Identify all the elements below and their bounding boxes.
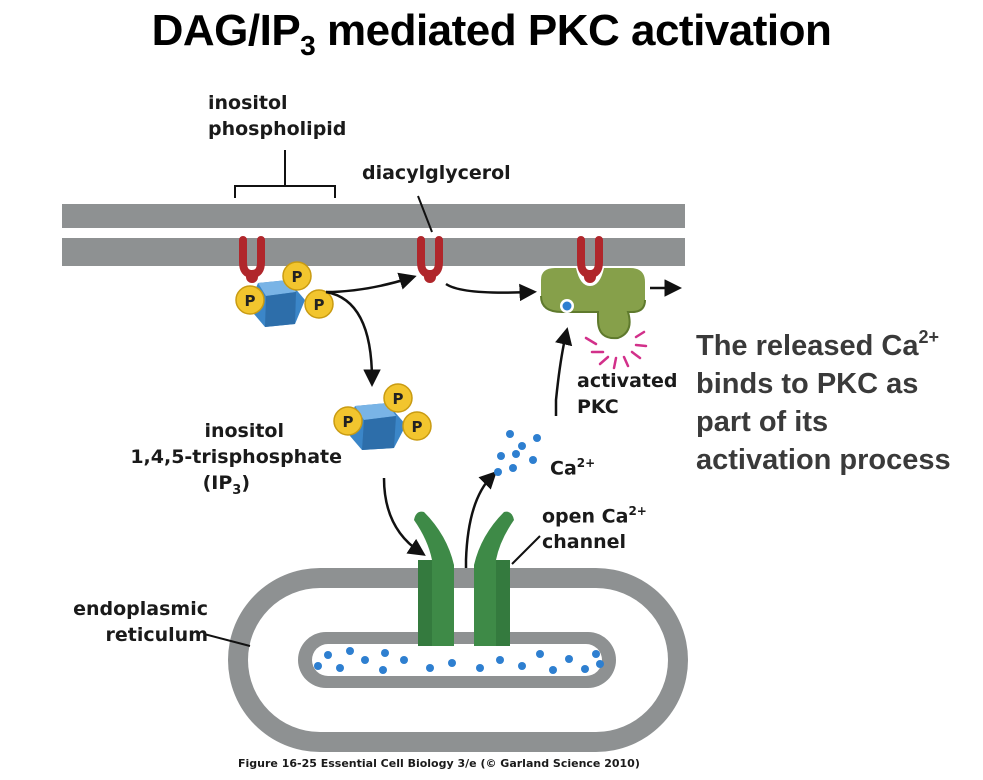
phosphate-icon: P	[402, 411, 432, 441]
calcium-channel-icon	[414, 511, 514, 646]
phospholipid-bracket	[234, 150, 336, 198]
phosphate-icon: P	[304, 289, 334, 319]
pkc-enzyme-icon	[540, 268, 646, 340]
activated-pkc-label: activated PKC	[577, 370, 678, 418]
er-label: endoplasmic reticulum	[73, 598, 208, 646]
activation-spark-icon	[584, 330, 648, 370]
er-calcium-ions	[314, 647, 604, 674]
channel-pointer	[511, 535, 541, 565]
calcium-callout: The released Ca2+ binds to PKC as part o…	[696, 327, 951, 476]
svg-text:P: P	[343, 413, 354, 431]
arrow-ca-release	[464, 471, 497, 640]
arrow-ca-to-pkc	[554, 327, 573, 416]
arrow-dag-to-pkc	[445, 282, 537, 302]
inositol-head-icon	[248, 280, 305, 327]
diacylglycerol-label: diacylglycerol	[362, 162, 511, 184]
arrow-to-ip3	[325, 290, 381, 387]
endoplasmic-reticulum	[228, 568, 688, 752]
svg-text:P: P	[314, 296, 325, 314]
open-channel-label: open Ca2+ channel	[542, 504, 647, 554]
er-pointer	[203, 633, 251, 647]
phosphate-icon: P	[383, 383, 413, 413]
ip3-label: inositol 1,4,5-trisphosphate (IP3)	[130, 420, 342, 498]
figure-caption: Figure 16-25 Essential Cell Biology 3/e …	[238, 757, 640, 770]
svg-text:P: P	[393, 390, 404, 408]
diacylglycerol-icon	[417, 236, 443, 283]
arrow-ip3-to-channel	[382, 477, 426, 556]
diacylglycerol-pointer	[417, 195, 433, 233]
phospholipid-tail-icon	[239, 236, 265, 283]
inositol-phospholipid-label: inositol phospholipid	[208, 92, 347, 140]
released-calcium-ions	[494, 430, 541, 476]
phosphate-icon: P	[235, 285, 265, 315]
svg-text:P: P	[292, 268, 303, 286]
pkc-membrane-anchor-icon	[577, 236, 603, 283]
svg-text:P: P	[412, 418, 423, 436]
phosphate-icon: P	[282, 261, 312, 291]
calcium-label: Ca2+	[550, 456, 596, 480]
page-title: DAG/IP3 mediated PKC activation	[151, 6, 832, 61]
arrow-to-dag	[325, 272, 417, 294]
phosphate-icon: P	[333, 406, 363, 436]
svg-text:P: P	[245, 292, 256, 310]
plasma-membrane	[62, 204, 685, 266]
